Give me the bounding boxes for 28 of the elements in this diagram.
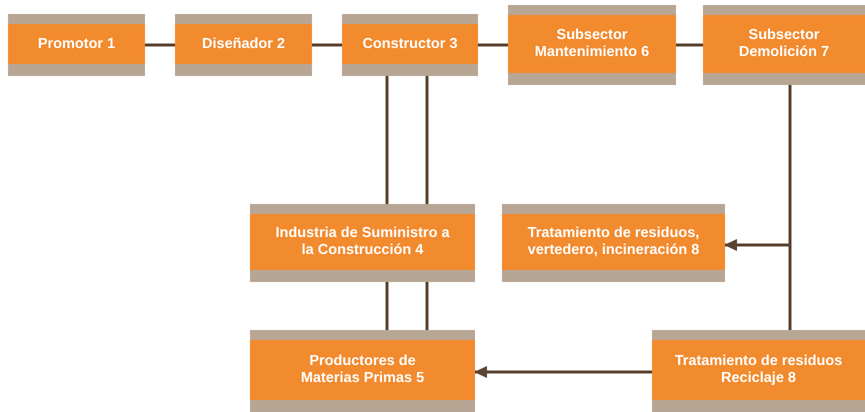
process-box: [175, 14, 312, 76]
connector-line: [386, 282, 388, 330]
box-label: Tratamiento de residuos, vertedero, incineración 8: [526, 225, 700, 259]
process-box: [652, 330, 865, 412]
connector-line: [426, 76, 428, 204]
connector-line: [386, 76, 388, 204]
process-box: [703, 5, 865, 85]
arrow: [474, 366, 652, 378]
box-label: Subsector Demolición 7: [738, 27, 830, 61]
connector-line: [788, 85, 792, 330]
box-label: Diseñador 2: [202, 36, 285, 52]
box-label: Productores de Materias Primas 5: [300, 353, 426, 387]
box-label: Tratamiento de residuos Reciclaje 8: [674, 353, 844, 387]
connector-line: [145, 44, 175, 46]
process-box: [250, 204, 475, 282]
process-box: [508, 5, 676, 85]
process-box: [250, 330, 475, 412]
box-label: Industria de Suministro a la Construcción 4: [274, 225, 451, 259]
connector-line: [312, 44, 342, 46]
box-label: Subsector Mantenimiento 6: [534, 27, 650, 61]
box-label: Promotor 1: [38, 36, 116, 52]
connector-line: [426, 282, 428, 330]
connector-line: [676, 44, 703, 46]
process-box: [342, 14, 478, 76]
box-label: Constructor 3: [362, 36, 458, 52]
connector-line: [478, 44, 508, 46]
process-box: [8, 14, 145, 76]
process-box: [502, 204, 725, 282]
